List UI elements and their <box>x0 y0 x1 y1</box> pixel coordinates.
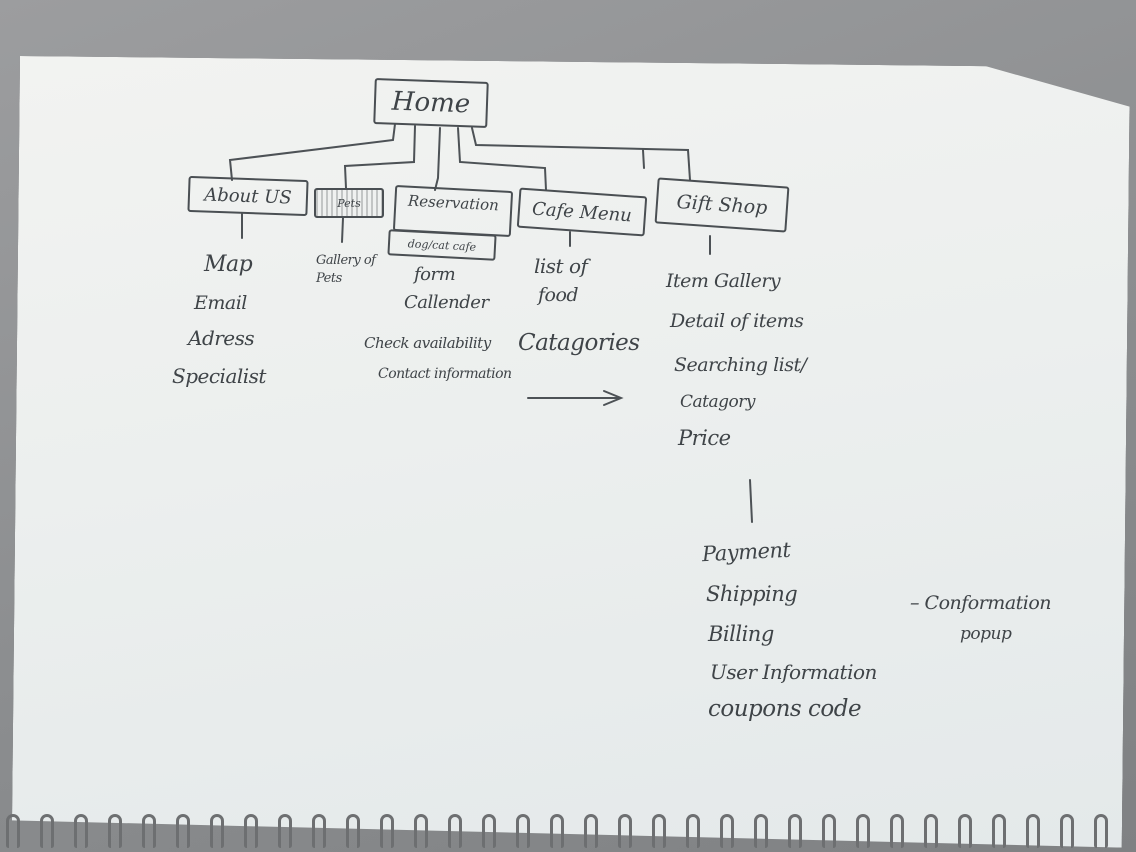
reservation-item-contact: Contact information <box>378 366 512 382</box>
gift-item-category: Catagory <box>680 392 755 412</box>
about-item-specialist: Specialist <box>172 364 266 388</box>
reservation-item-calendar: Callender <box>404 292 489 313</box>
gift-item-search: Searching list/ <box>674 354 807 376</box>
edge-tick <box>642 149 645 169</box>
edge-gift-checkout <box>749 479 753 523</box>
gift-shop-node: Gift Shop <box>654 177 790 233</box>
checkout-item-coupons: coupons code <box>708 696 862 722</box>
reservation-sub-label: dog/cat cafe <box>407 236 477 254</box>
gift-shop-label: Gift Shop <box>675 190 769 220</box>
pets-node: Pets <box>314 188 384 218</box>
edge-home-pets <box>343 125 416 189</box>
checkout-item-user-info: User Information <box>710 660 877 684</box>
edge-home-about <box>228 123 396 181</box>
about-us-node: About US <box>187 175 309 217</box>
home-node: Home <box>373 78 489 128</box>
about-us-label: About US <box>203 183 293 209</box>
cafe-menu-label: Cafe Menu <box>531 198 633 226</box>
arrow-head <box>603 390 624 406</box>
home-label: Home <box>391 86 471 120</box>
pets-label: Pets <box>337 196 361 210</box>
confirmation-popup-line2: popup <box>960 624 1012 644</box>
reservation-item-availability: Check availability <box>364 334 491 352</box>
spiral-binding <box>0 800 1136 852</box>
pets-item-gallery: Gallery of Pets <box>316 253 376 286</box>
checkout-item-shipping: Shipping <box>706 582 798 606</box>
cafe-item-list-of: list of <box>534 254 588 278</box>
reservation-item-form: form <box>414 264 456 285</box>
reservation-subbox: dog/cat cafe <box>387 229 497 261</box>
reservation-label: Reservation <box>407 191 500 215</box>
checkout-item-billing: Billing <box>708 622 774 646</box>
about-item-email: Email <box>194 292 247 314</box>
edge-pets-items <box>341 217 344 243</box>
gift-item-price: Price <box>678 426 731 450</box>
gift-item-gallery: Item Gallery <box>666 270 781 292</box>
edge-home-cafe <box>457 127 547 191</box>
cafe-item-categories: Catagories <box>518 330 640 356</box>
edge-home-reservation <box>434 127 441 191</box>
about-item-address: Adress <box>188 326 255 350</box>
reservation-node: Reservation <box>392 184 514 238</box>
cafe-item-food: food <box>538 284 579 306</box>
about-item-map: Map <box>204 252 253 277</box>
edge-home-giftshop <box>471 127 691 181</box>
checkout-item-payment: Payment <box>701 537 791 567</box>
gift-item-detail: Detail of items <box>670 310 804 332</box>
confirmation-popup-line1: – Conformation <box>910 592 1052 614</box>
